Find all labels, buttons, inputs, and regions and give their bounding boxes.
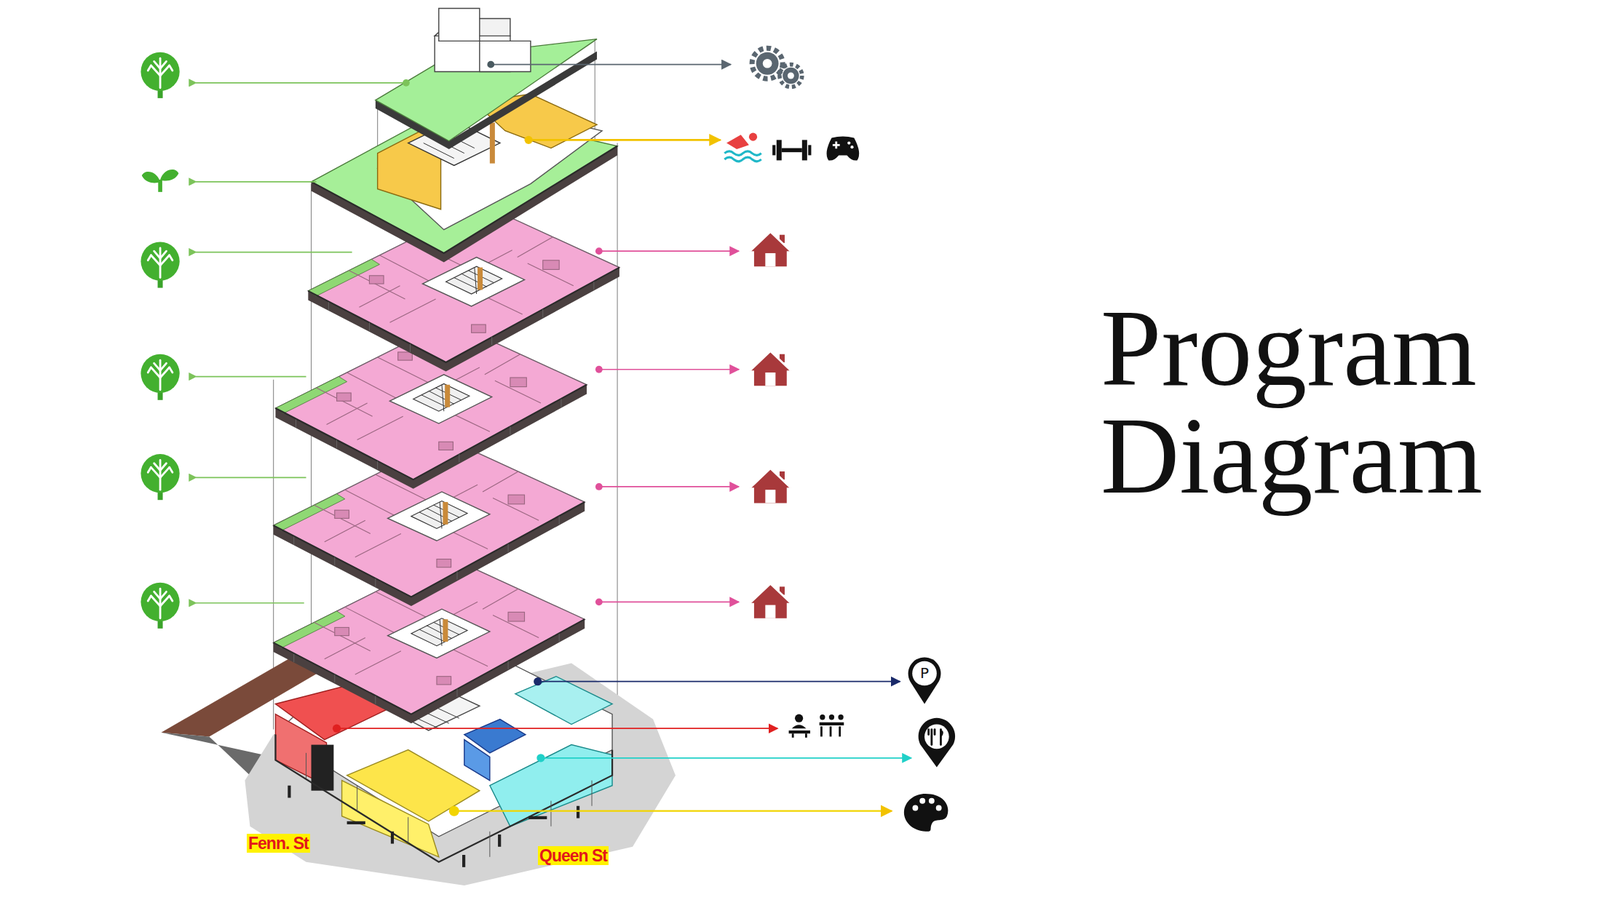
street-label-box: Fenn. St (246, 834, 311, 854)
house-icon (749, 351, 791, 387)
sprout-icon (141, 169, 179, 193)
pin-letter-box: P (920, 665, 929, 682)
diagram-title: Program Diagram (1100, 287, 1483, 517)
meeting-icon (789, 714, 845, 739)
gamepad-icon (826, 136, 860, 161)
house-icon (749, 583, 791, 619)
tree-icon (140, 354, 180, 401)
tree-icon (140, 52, 180, 99)
restaurant-pin-icon (918, 718, 956, 768)
gears-icon (751, 48, 803, 87)
pin-letter: P (920, 664, 929, 683)
parking-pin-icon (908, 657, 942, 704)
street-label-box: Queen St (537, 846, 609, 866)
diagram-title-box: Program Diagram (1100, 294, 1538, 510)
dumbbell-icon (772, 139, 811, 161)
roof (375, 8, 597, 150)
swimming-icon (724, 133, 761, 162)
tree-icon (140, 242, 180, 289)
tree-icon (140, 454, 180, 501)
leader-arrows (195, 61, 912, 817)
house-icon (749, 468, 791, 504)
projection-lines (273, 40, 618, 730)
street-label: Queen St (539, 846, 608, 866)
street-label: Fenn. St (248, 834, 309, 854)
palette-icon (904, 794, 949, 833)
tree-icon (140, 583, 180, 629)
house-icon (749, 232, 791, 268)
